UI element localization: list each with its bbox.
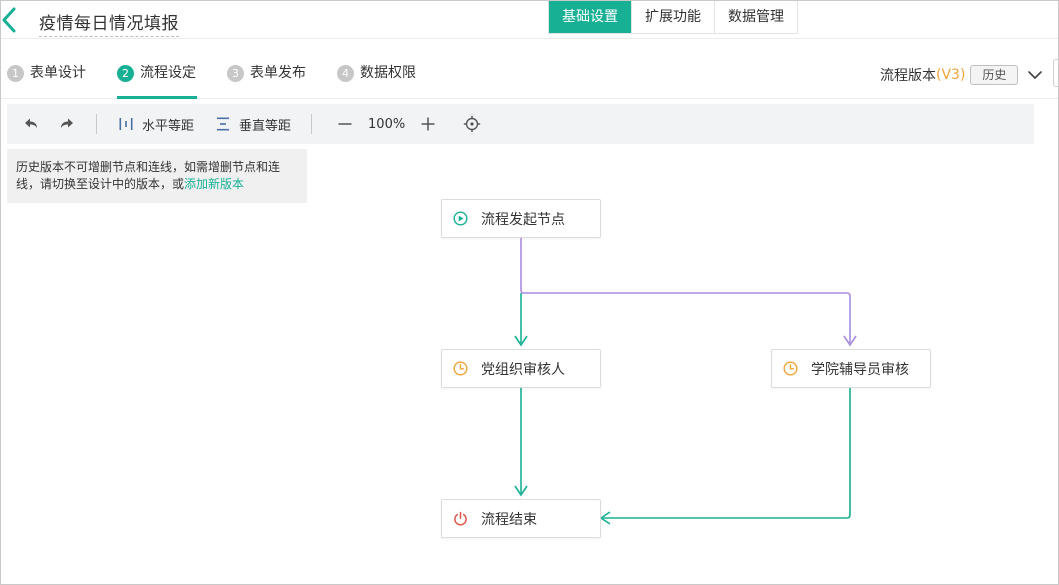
step-number: 2: [117, 65, 134, 82]
redo-icon: [61, 118, 73, 128]
flow-node-start[interactable]: 流程发起节点: [441, 199, 601, 238]
edge-counselor-to-end: [603, 388, 851, 519]
crosshair-icon: [464, 115, 481, 133]
flow-edges: [514, 238, 857, 525]
toolbar-divider: [311, 114, 313, 134]
flow-version-label: 流程版本: [880, 68, 936, 84]
horizontal-spacing-icon: [119, 118, 133, 130]
vertical-spacing-icon: [217, 117, 230, 131]
step-label: 数据权限: [360, 65, 416, 81]
plus-icon: [421, 117, 435, 131]
step-label: 流程设定: [140, 65, 196, 81]
flow-version-tag: (V3): [936, 67, 966, 83]
app-header: 疫情每日情况填报 基础设置 扩展功能 数据管理: [1, 1, 1058, 39]
arrowhead: [843, 335, 857, 347]
play-circle-icon: [453, 211, 468, 226]
step-number: 4: [337, 65, 354, 82]
panel-toggle[interactable]: [1053, 59, 1058, 87]
notice-text: 历史版本不可增删节点和连线，如需增删节点和连线，请切换至设计中的版本，或: [16, 160, 281, 191]
zoom-out-button[interactable]: [336, 104, 354, 144]
zoom-level: 100%: [368, 116, 406, 132]
add-new-version-link[interactable]: 添加新版本: [184, 177, 245, 191]
zoom-in-button[interactable]: [419, 104, 437, 144]
step-number: 3: [227, 65, 244, 82]
form-title[interactable]: 疫情每日情况填报: [39, 9, 179, 37]
step-label: 表单设计: [30, 65, 86, 81]
node-label: 流程结束: [481, 511, 537, 528]
clock-icon: [453, 361, 468, 376]
horizontal-spacing-button[interactable]: 水平等距: [117, 104, 194, 144]
power-icon: [454, 511, 467, 526]
step-number: 1: [7, 65, 24, 82]
arrowhead: [514, 485, 528, 497]
vertical-spacing-label: 垂直等距: [239, 118, 292, 134]
flow-node-counselor-review[interactable]: 学院辅导员审核: [771, 349, 931, 388]
flow-version: 流程版本 (V3) 历史: [880, 65, 1044, 85]
toolbar-divider: [96, 114, 97, 134]
node-label: 学院辅导员审核: [811, 361, 909, 378]
undo-icon: [25, 118, 37, 128]
undo-button[interactable]: [22, 104, 40, 144]
clock-icon: [783, 361, 798, 376]
step-bar: 1 表单设计 2 流程设定 3 表单发布 4 数据权限 流程版本 (V3) 历史: [1, 51, 1058, 99]
history-button[interactable]: 历史: [970, 65, 1019, 85]
horizontal-spacing-label: 水平等距: [142, 118, 195, 134]
history-version-notice: 历史版本不可增删节点和连线，如需增删节点和连线，请切换至设计中的版本，或添加新版…: [7, 149, 307, 203]
back-arrow-icon[interactable]: [1, 7, 21, 33]
arrowhead: [599, 511, 611, 525]
flow-toolbar: 水平等距 垂直等距 100%: [7, 104, 1034, 144]
tab-basic-settings[interactable]: 基础设置: [549, 1, 631, 33]
arrowhead: [514, 335, 528, 347]
redo-button[interactable]: [58, 104, 76, 144]
tab-extensions[interactable]: 扩展功能: [631, 1, 714, 33]
node-label: 流程发起节点: [481, 211, 565, 228]
step-label: 表单发布: [250, 65, 306, 81]
step-form-design[interactable]: 1 表单设计: [7, 63, 86, 99]
step-data-permissions[interactable]: 4 数据权限: [337, 63, 416, 99]
node-label: 党组织审核人: [481, 361, 565, 378]
fit-center-button[interactable]: [463, 104, 481, 144]
chevron-down-icon[interactable]: [1026, 66, 1044, 84]
edge-start-to-counselor: [520, 238, 851, 343]
flow-node-end[interactable]: 流程结束: [441, 499, 601, 538]
flow-canvas[interactable]: 流程发起节点 党组织审核人 学院辅导员审核 流程结束: [1, 146, 1058, 584]
step-flow-settings[interactable]: 2 流程设定: [117, 63, 197, 99]
tab-data-management[interactable]: 数据管理: [714, 1, 797, 33]
minus-icon: [338, 123, 352, 125]
flow-node-party-review[interactable]: 党组织审核人: [441, 349, 601, 388]
top-tab-group: 基础设置 扩展功能 数据管理: [548, 1, 798, 34]
step-form-publish[interactable]: 3 表单发布: [227, 63, 306, 99]
vertical-spacing-button[interactable]: 垂直等距: [214, 104, 291, 144]
